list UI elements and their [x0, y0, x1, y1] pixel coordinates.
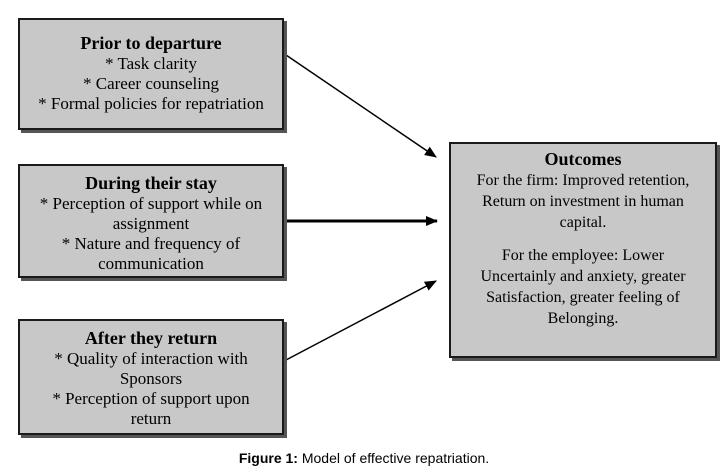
box-prior-to-departure: Prior to departure * Task clarity * Care… — [18, 18, 284, 130]
box-line: assignment — [112, 214, 190, 233]
box-title: Prior to departure — [80, 33, 222, 53]
box-title: During their stay — [85, 173, 217, 193]
box-line: communication — [98, 254, 204, 273]
box-line: * Quality of interaction with — [54, 349, 248, 368]
spacer — [451, 233, 715, 245]
box-line: * Formal policies for repatriation — [38, 94, 264, 113]
caption-label: Figure 1: — [238, 450, 298, 466]
arrow-prior-to-outcomes — [285, 54, 437, 158]
box-line: * Perception of support while on — [39, 194, 263, 213]
figure-caption: Figure 1: Model of effective repatriatio… — [0, 450, 728, 466]
box-line: * Career counseling — [83, 74, 219, 93]
box-line: return — [130, 409, 172, 428]
box-line: * Task clarity — [105, 54, 197, 73]
box-title: Outcomes — [544, 149, 622, 169]
box-line: Sponsors — [119, 369, 183, 388]
box-outcomes: Outcomes For the firm: Improved retentio… — [449, 142, 717, 358]
box-line: Uncertainly and anxiety, greater — [480, 268, 686, 285]
box-line: Return on investment in human — [482, 193, 684, 210]
arrow-after-to-outcomes — [285, 280, 437, 361]
box-line: Satisfaction, greater feeling of — [486, 289, 680, 306]
box-line: Belonging. — [547, 310, 619, 327]
box-line: capital. — [559, 214, 607, 231]
box-title: After they return — [84, 328, 218, 348]
box-during-their-stay: During their stay * Perception of suppor… — [18, 164, 284, 278]
box-line: * Perception of support upon — [52, 389, 250, 408]
box-line: For the employee: Lower — [501, 247, 665, 264]
caption-text: Model of effective repatriation. — [297, 450, 490, 466]
box-line: For the firm: Improved retention, — [476, 172, 690, 189]
box-line: * Nature and frequency of — [61, 234, 241, 253]
box-after-they-return: After they return * Quality of interacti… — [18, 319, 284, 435]
